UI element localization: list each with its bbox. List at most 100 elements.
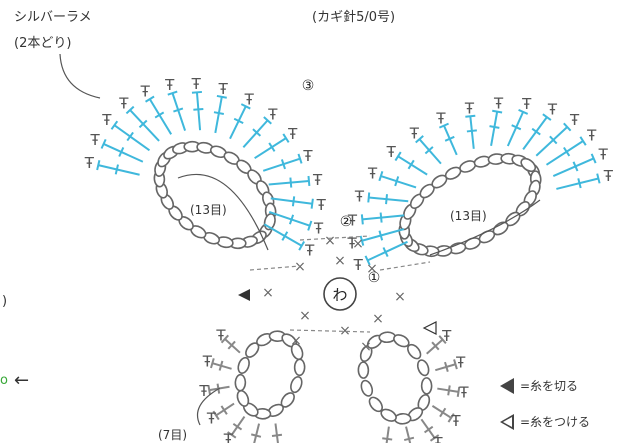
stitch-top xyxy=(212,410,220,421)
stitch-crossbar xyxy=(489,125,500,129)
stitch-crossbar xyxy=(379,212,383,223)
outer-stitch-symbol: Ŧ xyxy=(101,111,112,129)
arrow-left-icon: ← xyxy=(14,370,30,391)
chain-stitch xyxy=(393,334,410,348)
yarn-leader-line xyxy=(59,53,101,99)
stitch-top xyxy=(145,95,155,103)
left-wing-stitch xyxy=(171,92,187,131)
left-wing-stitch xyxy=(195,92,202,131)
stitch-crossbar xyxy=(577,178,582,189)
outer-stitch-symbol: Ŧ xyxy=(244,90,255,108)
stitch-crossbar xyxy=(173,107,184,113)
chain-stitch xyxy=(416,359,430,377)
left-wing-stitch xyxy=(148,98,173,135)
outer-stitch-symbol: Ŧ xyxy=(316,196,327,214)
right-wing-stitch xyxy=(361,228,405,242)
stitch-top xyxy=(220,334,230,344)
stitch-top xyxy=(167,90,178,96)
chain-mark: × xyxy=(324,233,336,249)
right-wing-stitch xyxy=(469,116,475,149)
outer-stitch-symbol: Ŧ xyxy=(164,76,175,94)
bottom-right-stitch xyxy=(420,418,436,439)
stitch-top xyxy=(438,335,447,344)
outer-stitch-symbol: Ŧ xyxy=(223,431,234,443)
bottom-right-stitch xyxy=(435,363,456,372)
stitch-crossbar xyxy=(288,214,295,225)
left-wing-stitch xyxy=(270,197,313,205)
stitch-crossbar xyxy=(291,196,296,207)
bottom-left-stitch xyxy=(274,423,279,443)
right-wing-stitch xyxy=(522,116,548,150)
stitch-crossbar xyxy=(218,360,224,371)
stitch-top xyxy=(227,431,237,439)
stitch-crossbar xyxy=(382,247,389,257)
left-wing-stitch xyxy=(103,143,144,163)
stitch-crossbar xyxy=(549,135,558,145)
stitch-top xyxy=(590,153,597,164)
right-wing-stitch xyxy=(418,138,442,165)
stitch-crossbar xyxy=(281,231,289,241)
right-wing-stitch xyxy=(506,111,525,147)
outer-stitch-symbol: Ŧ xyxy=(586,126,597,144)
bottom-left-stitch xyxy=(224,338,241,354)
right-wing-stitch xyxy=(380,175,417,189)
stitch-top xyxy=(310,198,314,209)
stitch-top xyxy=(360,214,364,225)
outer-stitch-symbol: Ŧ xyxy=(218,80,229,98)
stitch-crossbar xyxy=(424,146,434,155)
legend-cut-label: =糸を切る xyxy=(520,379,579,393)
outer-stitch-symbol: Ŧ xyxy=(140,83,151,101)
round-marker-3: ③ xyxy=(302,78,315,94)
stitch-crossbar xyxy=(250,433,262,438)
bottom-left-stitch xyxy=(230,416,246,436)
left-wing-stitch xyxy=(268,210,311,227)
outer-stitch-symbol: Ŧ xyxy=(267,106,278,124)
outer-stitch-symbol: Ŧ xyxy=(598,145,609,163)
stitch-top xyxy=(563,122,572,132)
stitch-crossbar xyxy=(403,436,415,442)
chain-stitch xyxy=(237,356,250,374)
right-wing-stitch xyxy=(367,240,408,262)
stitch-top xyxy=(453,359,458,370)
legend-cut: =糸を切る xyxy=(500,377,578,394)
left-wing-stitch xyxy=(254,137,287,160)
chain-mark: × xyxy=(299,308,311,324)
chain-mark: × xyxy=(360,339,372,355)
stitch-top xyxy=(542,113,552,121)
bottom-count: (7目) xyxy=(158,428,187,442)
outer-stitch-symbol: Ŧ xyxy=(547,100,558,118)
outer-stitch-symbol: Ŧ xyxy=(202,353,213,371)
stitch-crossbar xyxy=(220,405,228,415)
right-wing-stitch xyxy=(362,214,405,221)
bottom-right-stitch xyxy=(437,387,459,393)
stitch-crossbar xyxy=(572,161,579,172)
chain-stitch xyxy=(234,373,247,392)
magic-ring xyxy=(323,277,357,311)
bottom-right-stitch xyxy=(385,426,390,443)
stitch-top xyxy=(367,192,371,203)
right-wing-chain xyxy=(398,152,542,258)
stitch-crossbar xyxy=(227,340,236,350)
chain-stitch xyxy=(368,396,383,413)
dashed-guide xyxy=(379,261,431,271)
left-wing-chain xyxy=(153,140,277,250)
dashed-guide xyxy=(249,265,301,271)
outer-stitch-symbol: Ŧ xyxy=(458,384,469,402)
stitch-top xyxy=(307,220,313,231)
outer-stitch-symbol: Ŧ xyxy=(346,234,357,252)
outer-stitch-symbol: Ŧ xyxy=(521,95,532,113)
right-wing-stitch xyxy=(545,140,584,166)
outer-stitch-symbol: Ŧ xyxy=(354,188,365,206)
outer-stitch-symbol: Ŧ xyxy=(386,143,397,161)
chain-stitch xyxy=(407,343,422,360)
outer-stitch-symbol: Ŧ xyxy=(435,110,446,128)
bottom-left-stitch xyxy=(212,362,232,370)
stitch-crossbar xyxy=(423,425,434,434)
chain-mark: × xyxy=(294,259,306,275)
stitch-top xyxy=(415,135,424,144)
bottom-left-stitch xyxy=(215,402,235,417)
stitch-crossbar xyxy=(439,407,447,418)
stitch-crossbar xyxy=(531,127,541,136)
left-wing-stitch xyxy=(262,157,301,172)
